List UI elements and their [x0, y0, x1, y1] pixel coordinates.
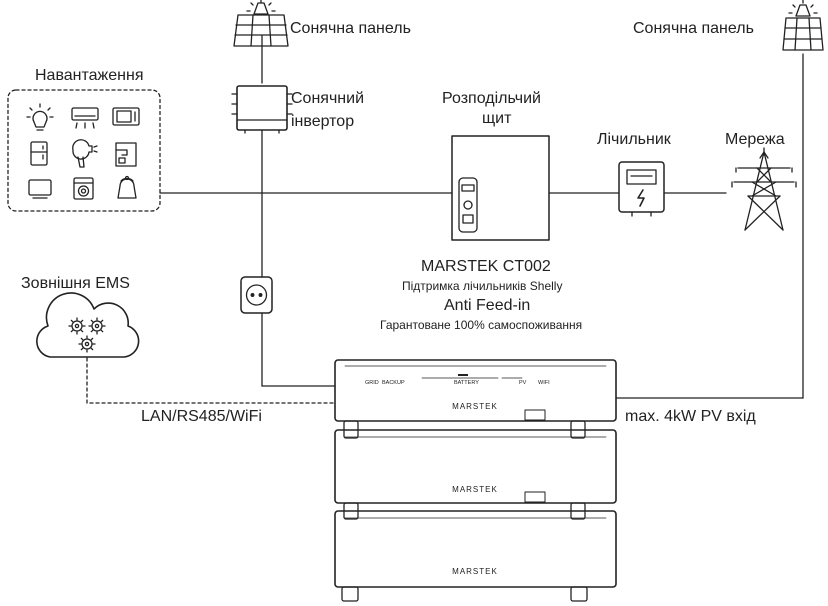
- solar-panel-left-icon: [233, 0, 289, 47]
- self-consumption-label: Гарантоване 100% самоспоживання: [380, 318, 583, 332]
- hair-dryer-icon: [72, 139, 98, 168]
- loads-box: [7, 89, 161, 212]
- smart-plug-icon: [240, 276, 273, 314]
- cloud-ems-icon: [36, 292, 140, 358]
- distribution-board-label-line2: щит: [482, 110, 512, 127]
- battery-stack: [334, 359, 617, 602]
- port-grid-label: GRID: [365, 380, 379, 386]
- ct-support-label: Підтримка лічильників Shelly: [402, 279, 563, 293]
- solar-panel-right-label: Сонячна панель: [633, 20, 754, 37]
- battery-brand-bottom: MARSTEK: [452, 567, 498, 576]
- port-backup-label: BACKUP: [382, 380, 405, 386]
- external-ems-label: Зовнішня EMS: [21, 275, 130, 292]
- anti-feed-label: Anti Feed-in: [444, 297, 531, 314]
- pv-input-label: max. 4kW PV вхід: [625, 408, 756, 425]
- grid-label: Мережа: [725, 131, 785, 148]
- microwave-icon: [112, 107, 140, 126]
- battery-brand-top: MARSTEK: [452, 402, 498, 411]
- gears-icon: [68, 317, 106, 353]
- air-conditioner-icon: [71, 107, 99, 129]
- solar-panel-right-icon: [782, 0, 824, 51]
- ct-model-label: MARSTEK CT002: [421, 258, 551, 275]
- fridge-icon: [30, 141, 48, 166]
- solar-inverter-label-line1: Сонячний: [291, 90, 364, 107]
- washing-machine-icon: [73, 177, 94, 200]
- battery-brand-middle: MARSTEK: [452, 485, 498, 494]
- solar-panel-left-label: Сонячна панель: [290, 20, 411, 37]
- loads-label: Навантаження: [35, 67, 144, 84]
- grid-tower-icon: [731, 147, 797, 231]
- meter-label: Лічильник: [597, 131, 671, 148]
- meter-icon: [618, 161, 665, 217]
- kettle-icon: [117, 175, 137, 199]
- comm-label: LAN/RS485/WiFi: [141, 408, 262, 425]
- distribution-board-label-line1: Розподільчий: [442, 90, 541, 107]
- distribution-board-icon: [451, 135, 550, 241]
- tv-icon: [28, 179, 52, 199]
- connection-lines: [86, 35, 804, 404]
- solar-inverter-label-line2: інвертор: [291, 113, 355, 130]
- port-pv-label: PV: [519, 380, 527, 386]
- port-battery-label: BATTERY: [454, 380, 479, 386]
- lightbulb-icon: [26, 103, 54, 131]
- port-wifi-label: WIFI: [538, 380, 550, 386]
- solar-inverter-icon: [231, 85, 293, 134]
- coffee-machine-icon: [115, 142, 137, 167]
